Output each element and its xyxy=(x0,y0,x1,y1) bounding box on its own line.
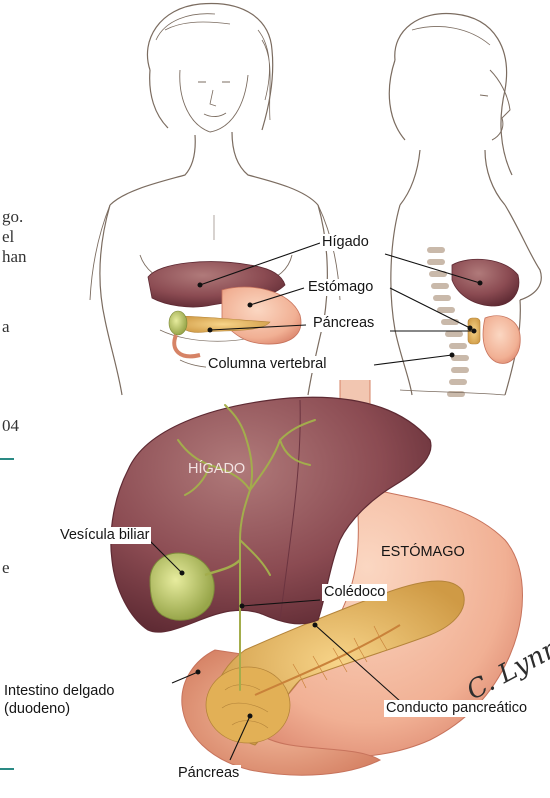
margin-text-el: el xyxy=(2,226,14,248)
label-estomago: Estómago xyxy=(306,279,375,296)
label-columna-vertebral: Columna vertebral xyxy=(206,356,328,373)
margin-text-a: a xyxy=(2,316,10,338)
label-estomago-caps: ESTÓMAGO xyxy=(381,544,465,561)
margin-text-04: 04 xyxy=(2,415,19,437)
label-conducto-pancreatico: Conducto pancreático xyxy=(384,700,529,717)
large-organs xyxy=(111,397,523,775)
margin-text-go: go. xyxy=(2,206,23,228)
label-intestino-delgado: Intestino delgado xyxy=(4,683,114,700)
label-higado-caps: HÍGADO xyxy=(188,461,245,478)
margin-text-e: e xyxy=(2,557,10,579)
label-duodeno: (duodeno) xyxy=(4,701,70,718)
label-vesicula-biliar: Vesícula biliar xyxy=(58,527,151,544)
margin-text-han: han xyxy=(2,246,27,268)
margin-rule-bottom xyxy=(0,768,14,770)
label-pancreas-bottom: Páncreas xyxy=(176,765,241,782)
label-coledoco: Colédoco xyxy=(322,584,387,601)
label-higado: Hígado xyxy=(320,234,371,251)
front-figure-sketch xyxy=(90,3,340,395)
margin-rule-top xyxy=(0,458,14,460)
label-pancreas-top: Páncreas xyxy=(311,315,376,332)
